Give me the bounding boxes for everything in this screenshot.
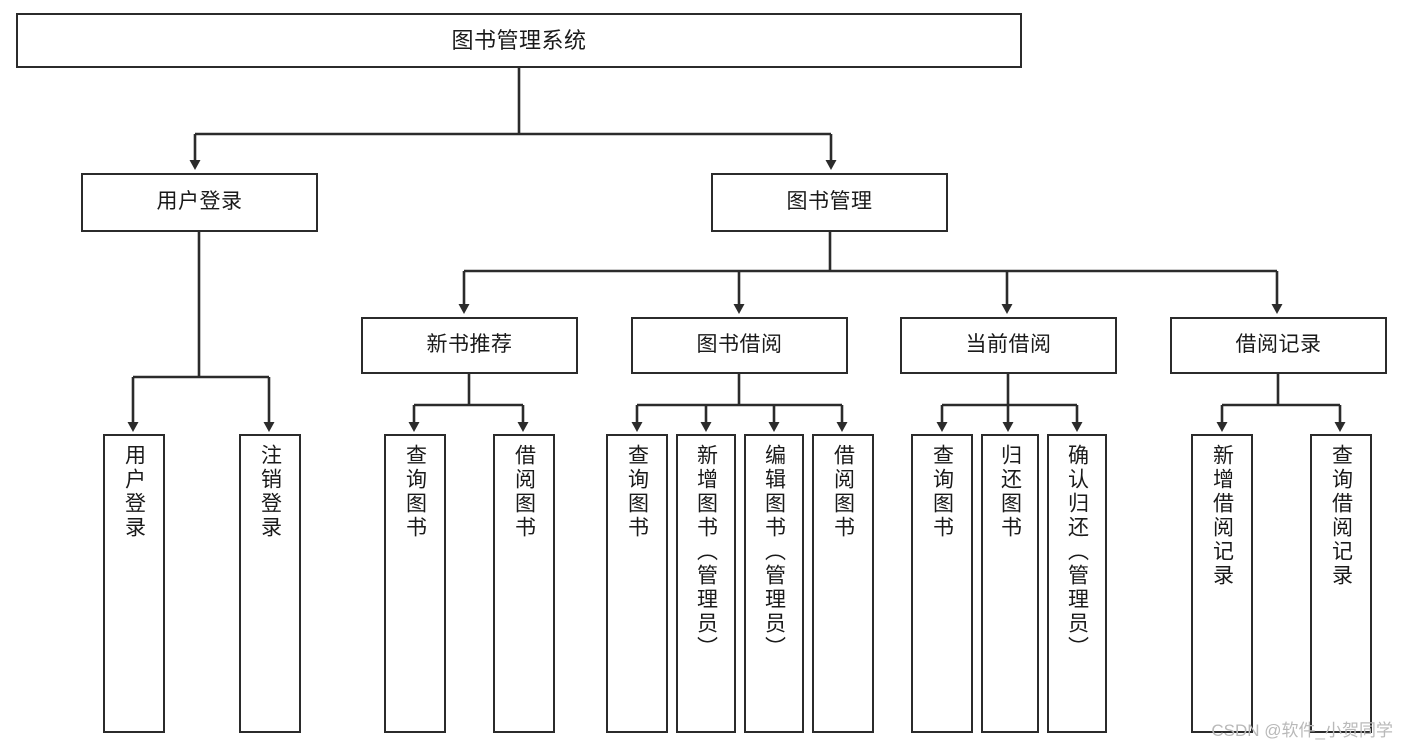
node-book-borrow[interactable]: 图书借阅 [631, 317, 848, 374]
node-label: 注销登录 [258, 444, 282, 540]
node-label: 图书管理系统 [451, 27, 587, 53]
node-label: 新增图书（管理员） [694, 444, 718, 660]
node-label: 查询图书 [403, 444, 427, 540]
leaf-edit-book-admin[interactable]: 编辑图书（管理员） [744, 434, 804, 733]
leaf-borrow-book-recommend[interactable]: 借阅图书 [493, 434, 555, 733]
leaf-user-login[interactable]: 用户登录 [103, 434, 165, 733]
node-label: 图书借阅 [696, 333, 783, 357]
node-book-management[interactable]: 图书管理 [711, 173, 948, 232]
node-borrow-records[interactable]: 借阅记录 [1170, 317, 1387, 374]
node-label: 图书管理 [786, 190, 873, 214]
node-label: 当前借阅 [965, 333, 1052, 357]
node-label: 确认归还（管理员） [1065, 444, 1089, 660]
node-new-book-recommend[interactable]: 新书推荐 [361, 317, 578, 374]
node-label: 用户登录 [156, 190, 243, 214]
node-label: 查询借阅记录 [1329, 444, 1353, 588]
node-label: 借阅图书 [831, 444, 855, 540]
leaf-query-book-borrow[interactable]: 查询图书 [606, 434, 668, 733]
node-label: 借阅记录 [1235, 333, 1322, 357]
node-label: 借阅图书 [512, 444, 536, 540]
leaf-add-borrow-record[interactable]: 新增借阅记录 [1191, 434, 1253, 733]
leaf-borrow-book[interactable]: 借阅图书 [812, 434, 874, 733]
leaf-return-book[interactable]: 归还图书 [981, 434, 1039, 733]
node-label: 用户登录 [122, 444, 146, 540]
leaf-query-book-current[interactable]: 查询图书 [911, 434, 973, 733]
leaf-add-book-admin[interactable]: 新增图书（管理员） [676, 434, 736, 733]
leaf-query-book-recommend[interactable]: 查询图书 [384, 434, 446, 733]
node-label: 查询图书 [625, 444, 649, 540]
node-label: 新增借阅记录 [1210, 444, 1234, 588]
node-current-borrow[interactable]: 当前借阅 [900, 317, 1117, 374]
node-root-system[interactable]: 图书管理系统 [16, 13, 1022, 68]
node-label: 编辑图书（管理员） [762, 444, 786, 660]
node-label: 新书推荐 [426, 333, 513, 357]
node-label: 查询图书 [930, 444, 954, 540]
watermark-text: CSDN @软件_小贺同学 [1211, 721, 1393, 740]
leaf-confirm-return-admin[interactable]: 确认归还（管理员） [1047, 434, 1107, 733]
node-label: 归还图书 [998, 444, 1022, 540]
leaf-logout[interactable]: 注销登录 [239, 434, 301, 733]
leaf-query-borrow-record[interactable]: 查询借阅记录 [1310, 434, 1372, 733]
node-user-login[interactable]: 用户登录 [81, 173, 318, 232]
